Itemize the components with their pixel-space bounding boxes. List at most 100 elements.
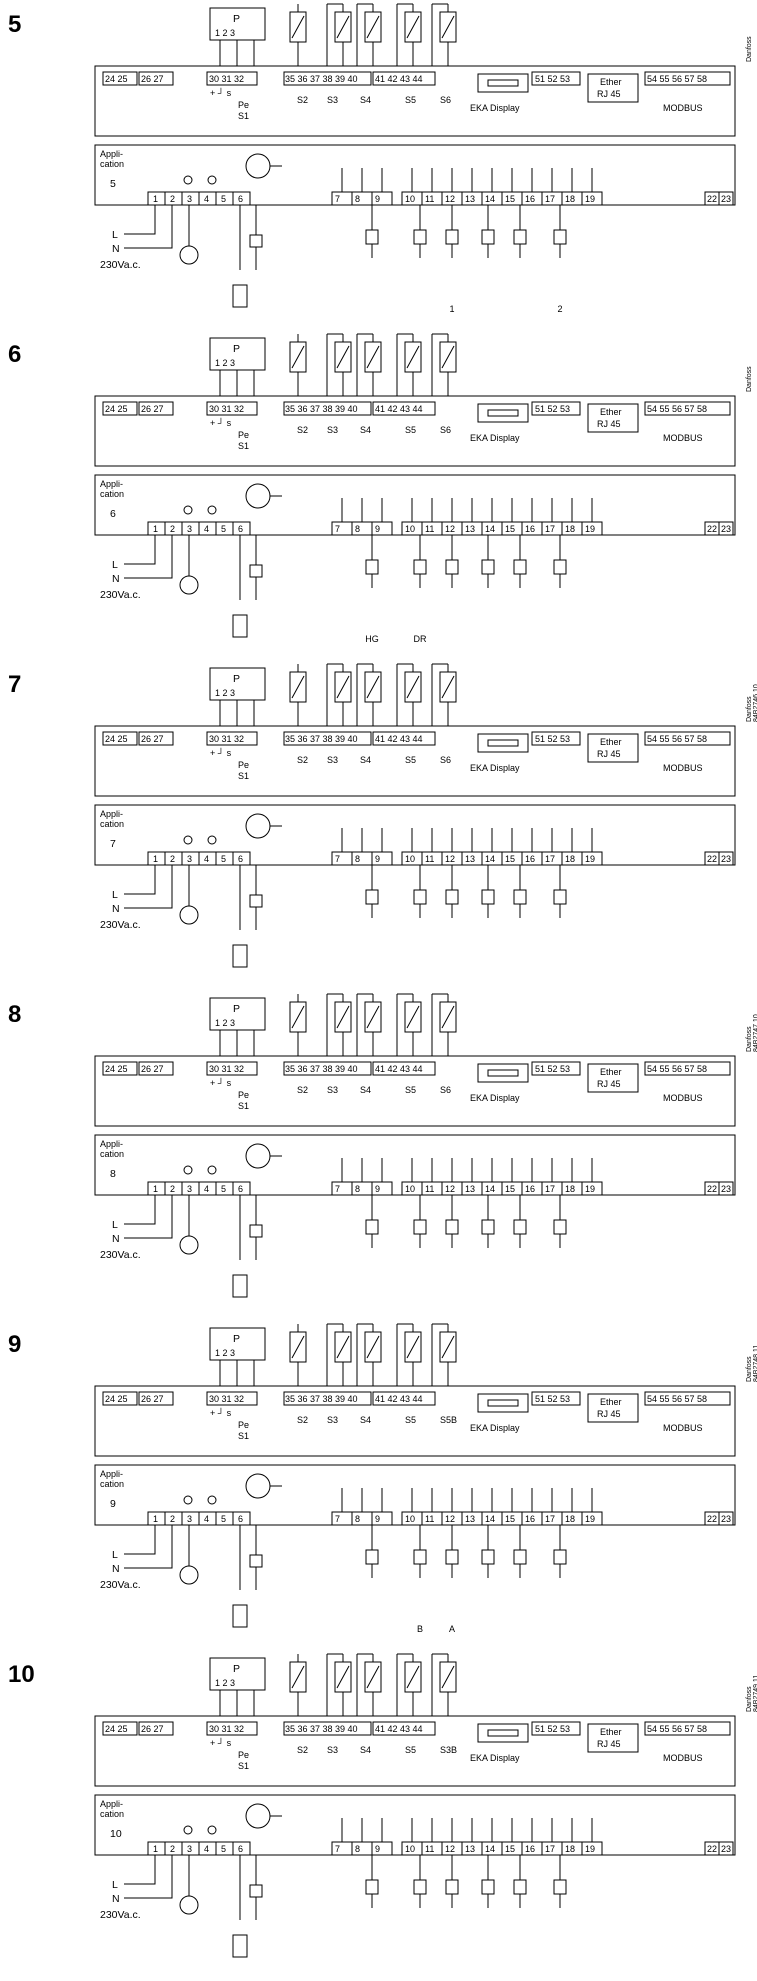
pe-label: Pe [238,760,249,770]
terminals-26-27: 26 27 [141,1394,164,1404]
svg-text:7: 7 [335,1184,340,1194]
sensor-symbol [326,333,352,402]
load-symbol [365,1549,379,1565]
sensor-label-s6: S6 [440,755,451,765]
terminals-26-27: 26 27 [141,734,164,744]
sensor-label-s2: S2 [297,1415,308,1425]
svg-text:7: 7 [335,524,340,534]
s1-label: S1 [238,441,249,451]
svg-text:9: 9 [375,524,380,534]
terminals-35-40: 35 36 37 38 39 40 [285,404,358,414]
application-label: Appli- [100,809,123,819]
application-label: Appli- [100,479,123,489]
load-symbol [553,1219,567,1235]
load-symbol [553,1549,567,1565]
pe-signs: + ┘ s [210,1407,232,1418]
svg-text:5: 5 [221,1184,226,1194]
application-number: 10 [110,1828,122,1840]
pe-label: Pe [238,1090,249,1100]
terminal-23: 23 [721,524,731,534]
svg-text:14: 14 [485,854,495,864]
svg-text:10: 10 [405,854,415,864]
terminals-51-53: 51 52 53 [535,74,570,84]
solenoid-symbol [232,944,248,968]
svg-text:10: 10 [405,524,415,534]
svg-text:17: 17 [545,1184,555,1194]
modbus-label: MODBUS [663,433,703,443]
load-label: DR [414,634,427,644]
sensor-label-s5: S5 [405,1085,416,1095]
svg-text:7: 7 [335,1844,340,1854]
application-label-2: cation [100,819,124,829]
ethernet-port [587,1063,639,1093]
svg-text:4: 4 [204,194,209,204]
earth-symbol [179,1895,199,1915]
application-label: Appli- [100,1469,123,1479]
ether-label: Ether [600,737,622,747]
svg-text:2: 2 [170,854,175,864]
sensor-label-s3: S3 [327,755,338,765]
svg-text:4: 4 [204,854,209,864]
terminals-41-44: 41 42 43 44 [375,1394,423,1404]
svg-text:1: 1 [153,194,158,204]
rj45-label: RJ 45 [597,89,621,99]
svg-text:11: 11 [425,1184,434,1194]
svg-text:15: 15 [505,194,515,204]
sensor-symbol [326,1653,352,1722]
svg-text:14: 14 [485,194,495,204]
pressure-transmitter [209,1657,266,1691]
terminals-51-53: 51 52 53 [535,404,570,414]
svg-text:18: 18 [565,524,575,534]
load-symbol [445,1219,459,1235]
sensor-label-s4: S4 [360,1415,371,1425]
compressor-symbol [245,153,271,179]
panel-number: 7 [8,671,21,698]
p-terminals: 1 2 3 [215,688,235,698]
svg-text:11: 11 [425,854,434,864]
pressure-transmitter [209,337,266,371]
pe-signs: + ┘ s [210,1737,232,1748]
l-label: L [112,889,118,901]
svg-text:13: 13 [465,854,475,864]
application-label: Appli- [100,1139,123,1149]
svg-text:3: 3 [187,854,192,864]
svg-text:3: 3 [187,1844,192,1854]
n-label: N [112,1563,120,1575]
sensor-symbol [356,333,382,402]
p-terminals: 1 2 3 [215,358,235,368]
terminals-30-32: 30 31 32 [209,734,244,744]
sensor-symbol [431,333,457,402]
svg-text:15: 15 [505,1844,515,1854]
sensor-symbol [431,3,457,72]
sensor-symbol [431,1323,457,1392]
terminal-22: 22 [707,194,717,204]
rj45-label: RJ 45 [597,749,621,759]
sensor-label-s5b: S5B [440,1415,457,1425]
panel-number: 5 [8,11,21,38]
svg-text:1: 1 [153,854,158,864]
l-label: L [112,1219,118,1231]
pe-signs: + ┘ s [210,1077,232,1088]
sensor-label-s3: S3 [327,95,338,105]
svg-text:18: 18 [565,1514,575,1524]
load-symbol [513,1879,527,1895]
svg-text:13: 13 [465,1184,475,1194]
voltage-label: 230Va.c. [100,1249,141,1261]
svg-text:14: 14 [485,1844,495,1854]
sensor-symbol [356,1653,382,1722]
svg-text:11: 11 [425,524,434,534]
sensor-symbol [289,1654,307,1722]
ethernet-port [587,1723,639,1753]
svg-text:10: 10 [405,1514,415,1524]
sensor-symbol [289,994,307,1062]
svg-text:17: 17 [545,1514,555,1524]
svg-text:4: 4 [204,1514,209,1524]
load-symbol [445,1879,459,1895]
terminals-30-32: 30 31 32 [209,1724,244,1734]
svg-text:19: 19 [585,1514,595,1524]
sensor-symbol [326,663,352,732]
solenoid-symbol [232,1604,248,1628]
svg-text:16: 16 [525,854,535,864]
terminals-30-32: 30 31 32 [209,74,244,84]
